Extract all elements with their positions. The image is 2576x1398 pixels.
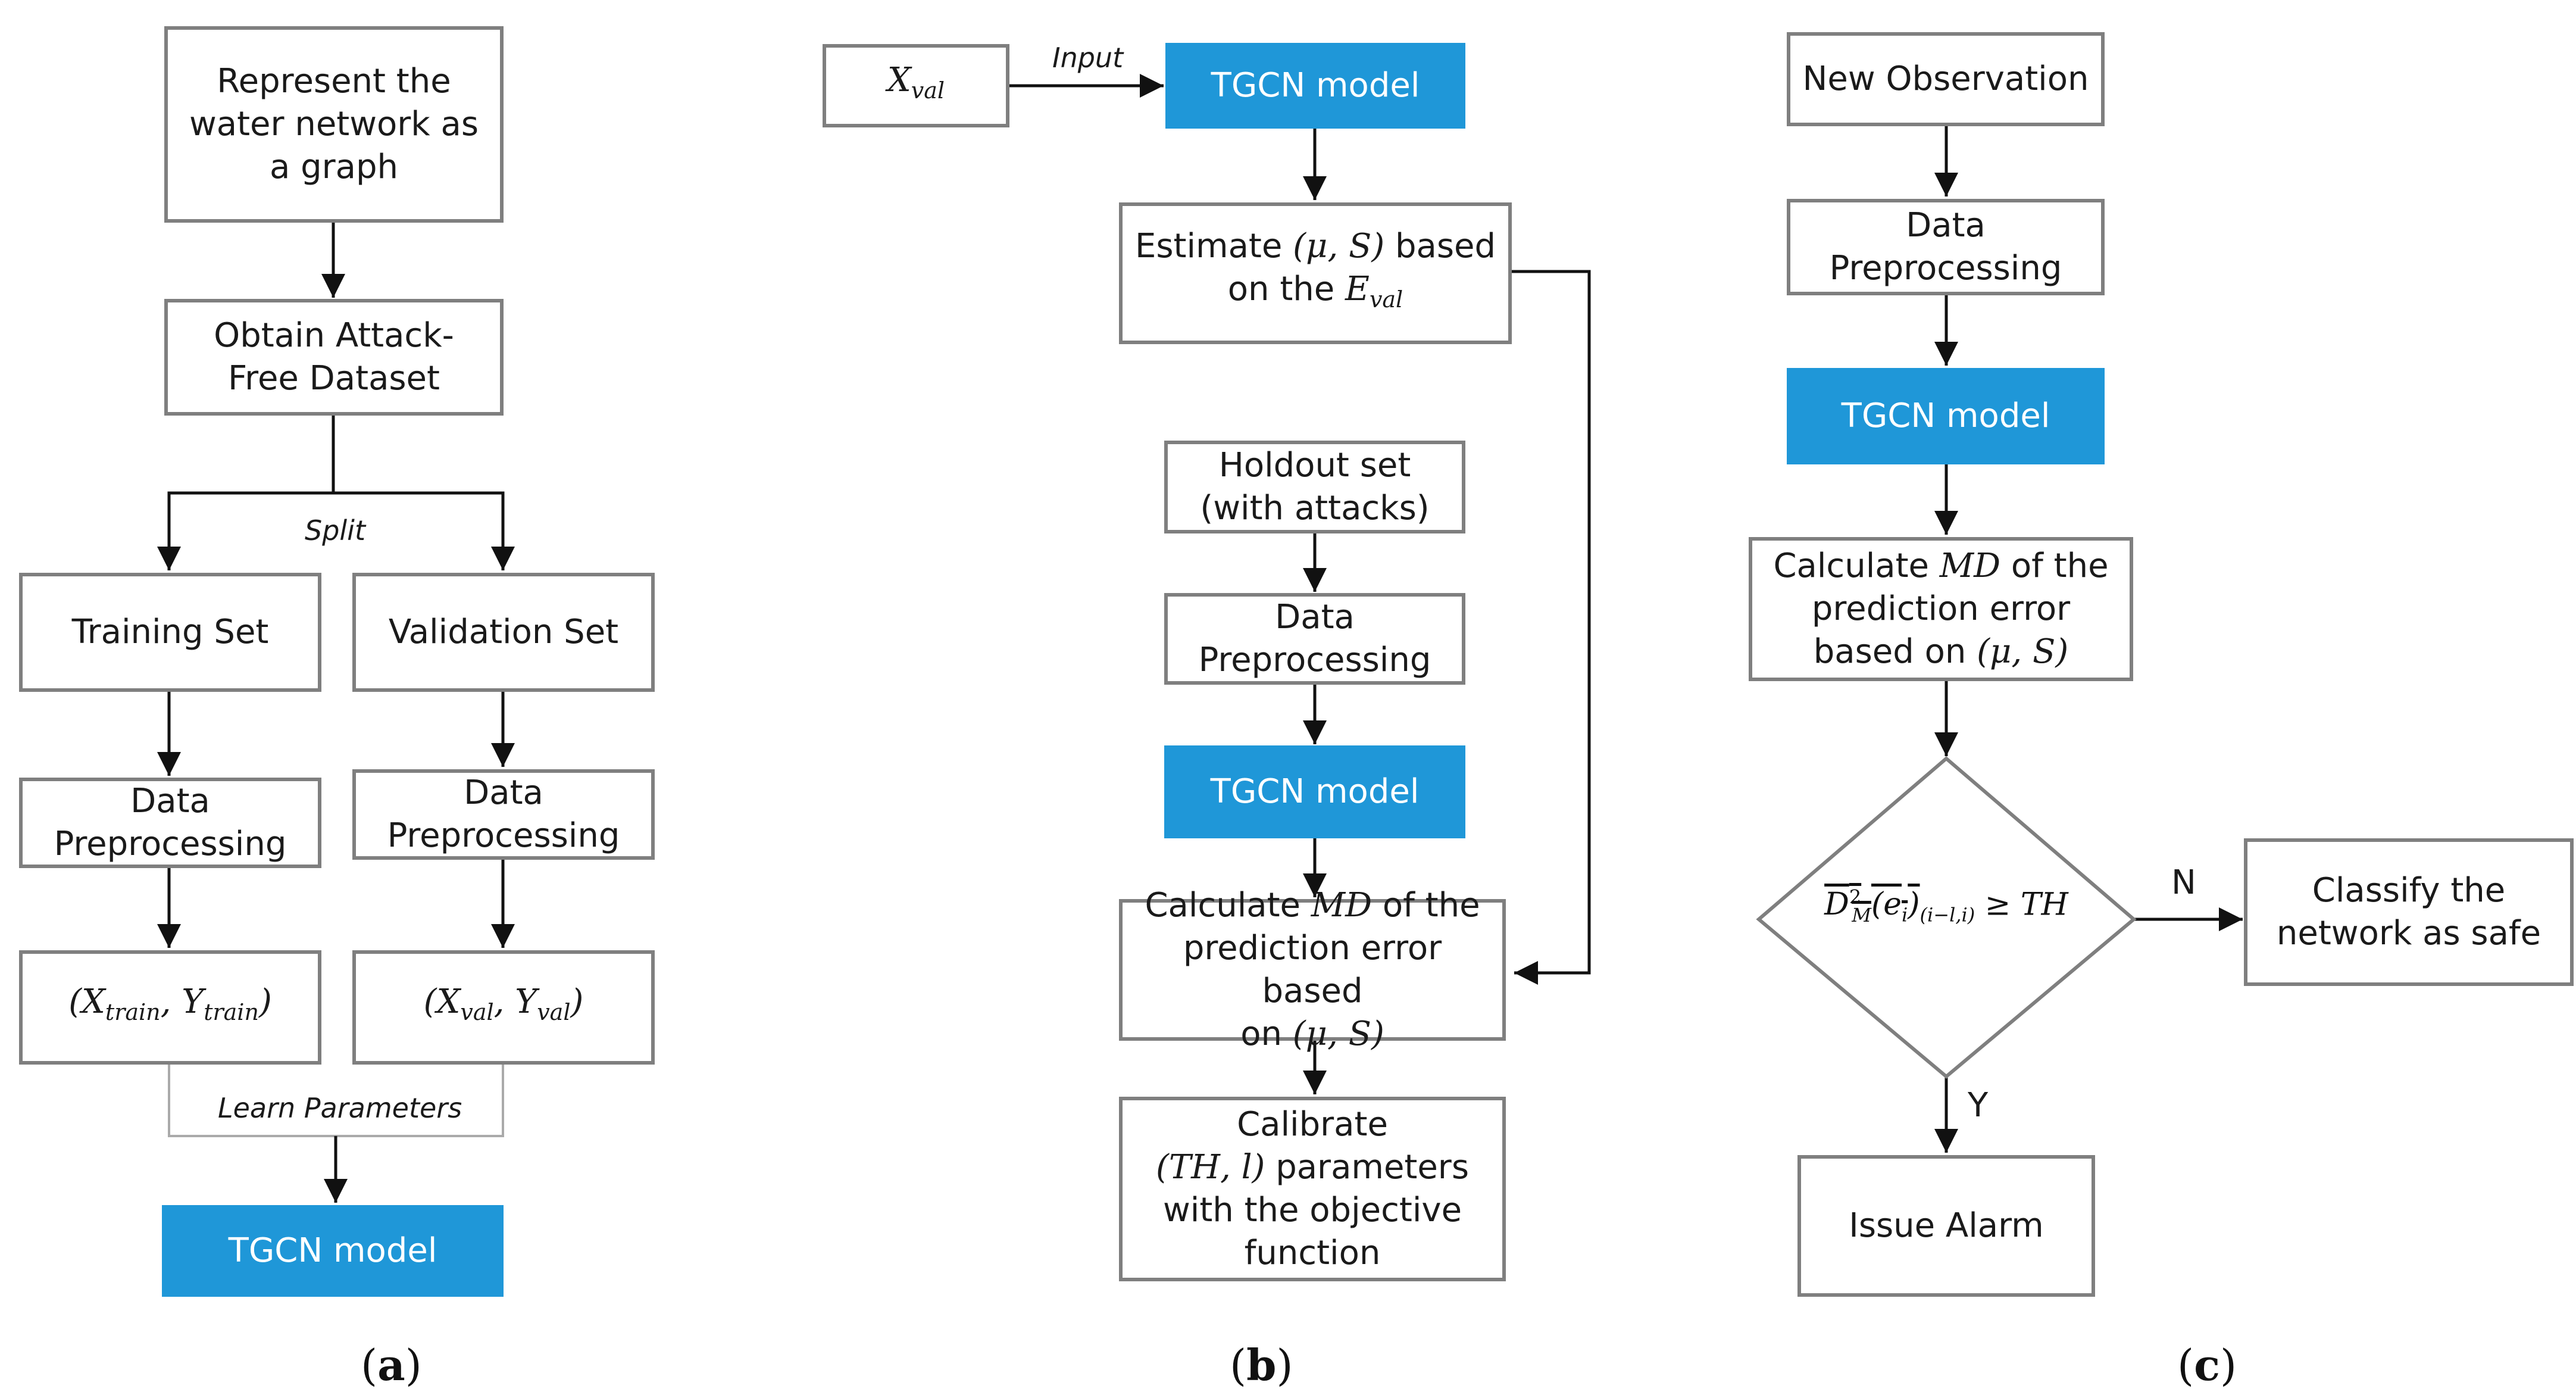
caption-a: (a) xyxy=(361,1340,422,1390)
training-set-box: Training Set xyxy=(19,573,321,692)
train-pair-math: (Xtrain, Ytrain) xyxy=(68,982,272,1026)
val-pair-box: (Xval, Yval) xyxy=(352,950,655,1065)
holdout-box: Holdout set (with attacks) xyxy=(1164,441,1465,533)
data-prep-box-b: Data Preprocessing xyxy=(1164,593,1465,685)
caption-c: (c) xyxy=(2177,1340,2237,1390)
data-prep-val-box: Data Preprocessing xyxy=(352,769,655,860)
decision-diamond xyxy=(1756,756,2137,1079)
tgcn-model-text-c: TGCN model xyxy=(1841,397,2050,435)
train-pair-box: (Xtrain, Ytrain) xyxy=(19,950,321,1065)
arrow-split-validation xyxy=(333,491,515,570)
tgcn-model-text-a: TGCN model xyxy=(228,1231,437,1270)
data-prep-train-box: Data Preprocessing xyxy=(19,778,321,868)
caption-b: (b) xyxy=(1230,1340,1293,1390)
new-observation-box: New Observation xyxy=(1787,32,2105,126)
arrow-estimate-calcmd xyxy=(1511,270,1591,985)
classify-safe-text: Classify the network as safe xyxy=(2276,871,2541,953)
n-label: N xyxy=(2171,863,2196,902)
caption-c-letter: c xyxy=(2194,1340,2220,1390)
val-pair-math: (Xval, Yval) xyxy=(423,982,584,1026)
tgcn-model-text-b-mid: TGCN model xyxy=(1210,772,1420,811)
validation-set-text: Validation Set xyxy=(388,613,619,651)
data-prep-train-text: Data Preprocessing xyxy=(54,782,287,863)
represent-graph-text: Represent the water network as a graph xyxy=(189,62,479,186)
arrow-split-training xyxy=(157,414,335,570)
y-label: Y xyxy=(1968,1086,1989,1125)
learn-params-label: Learn Parameters xyxy=(218,1092,462,1124)
issue-alarm-box: Issue Alarm xyxy=(1797,1155,2095,1297)
data-prep-text-c: Data Preprocessing xyxy=(1829,206,2062,288)
tgcn-model-box-c: TGCN model xyxy=(1787,368,2105,464)
data-prep-box-c: Data Preprocessing xyxy=(1787,199,2105,295)
represent-graph-box: Represent the water network as a graph xyxy=(164,26,504,223)
tgcn-model-box-a: TGCN model xyxy=(162,1205,504,1297)
validation-set-box: Validation Set xyxy=(352,573,655,692)
decision-text: D2M(ei)(i−l,i) ≥ TH xyxy=(1824,886,2068,926)
input-label: Input xyxy=(1052,42,1124,74)
x-val-math: Xval xyxy=(887,61,945,104)
classify-safe-box: Classify the network as safe xyxy=(2244,838,2574,986)
obtain-dataset-box: Obtain Attack-Free Dataset xyxy=(164,299,504,416)
holdout-text: Holdout set (with attacks) xyxy=(1200,446,1430,528)
tgcn-model-box-b-mid: TGCN model xyxy=(1164,745,1465,838)
obtain-dataset-text: Obtain Attack-Free Dataset xyxy=(214,316,454,398)
new-observation-text: New Observation xyxy=(1802,60,2089,98)
data-prep-val-text: Data Preprocessing xyxy=(387,773,620,855)
caption-a-letter: a xyxy=(377,1340,405,1390)
caption-b-letter: b xyxy=(1246,1340,1277,1390)
tgcn-model-box-b-top: TGCN model xyxy=(1165,43,1465,129)
tgcn-model-text-b-top: TGCN model xyxy=(1211,66,1420,105)
data-prep-text-b: Data Preprocessing xyxy=(1198,598,1431,679)
training-set-text: Training Set xyxy=(71,613,269,651)
split-label: Split xyxy=(305,514,365,547)
x-val-box: Xval xyxy=(823,44,1009,127)
issue-alarm-text: Issue Alarm xyxy=(1849,1206,2044,1245)
